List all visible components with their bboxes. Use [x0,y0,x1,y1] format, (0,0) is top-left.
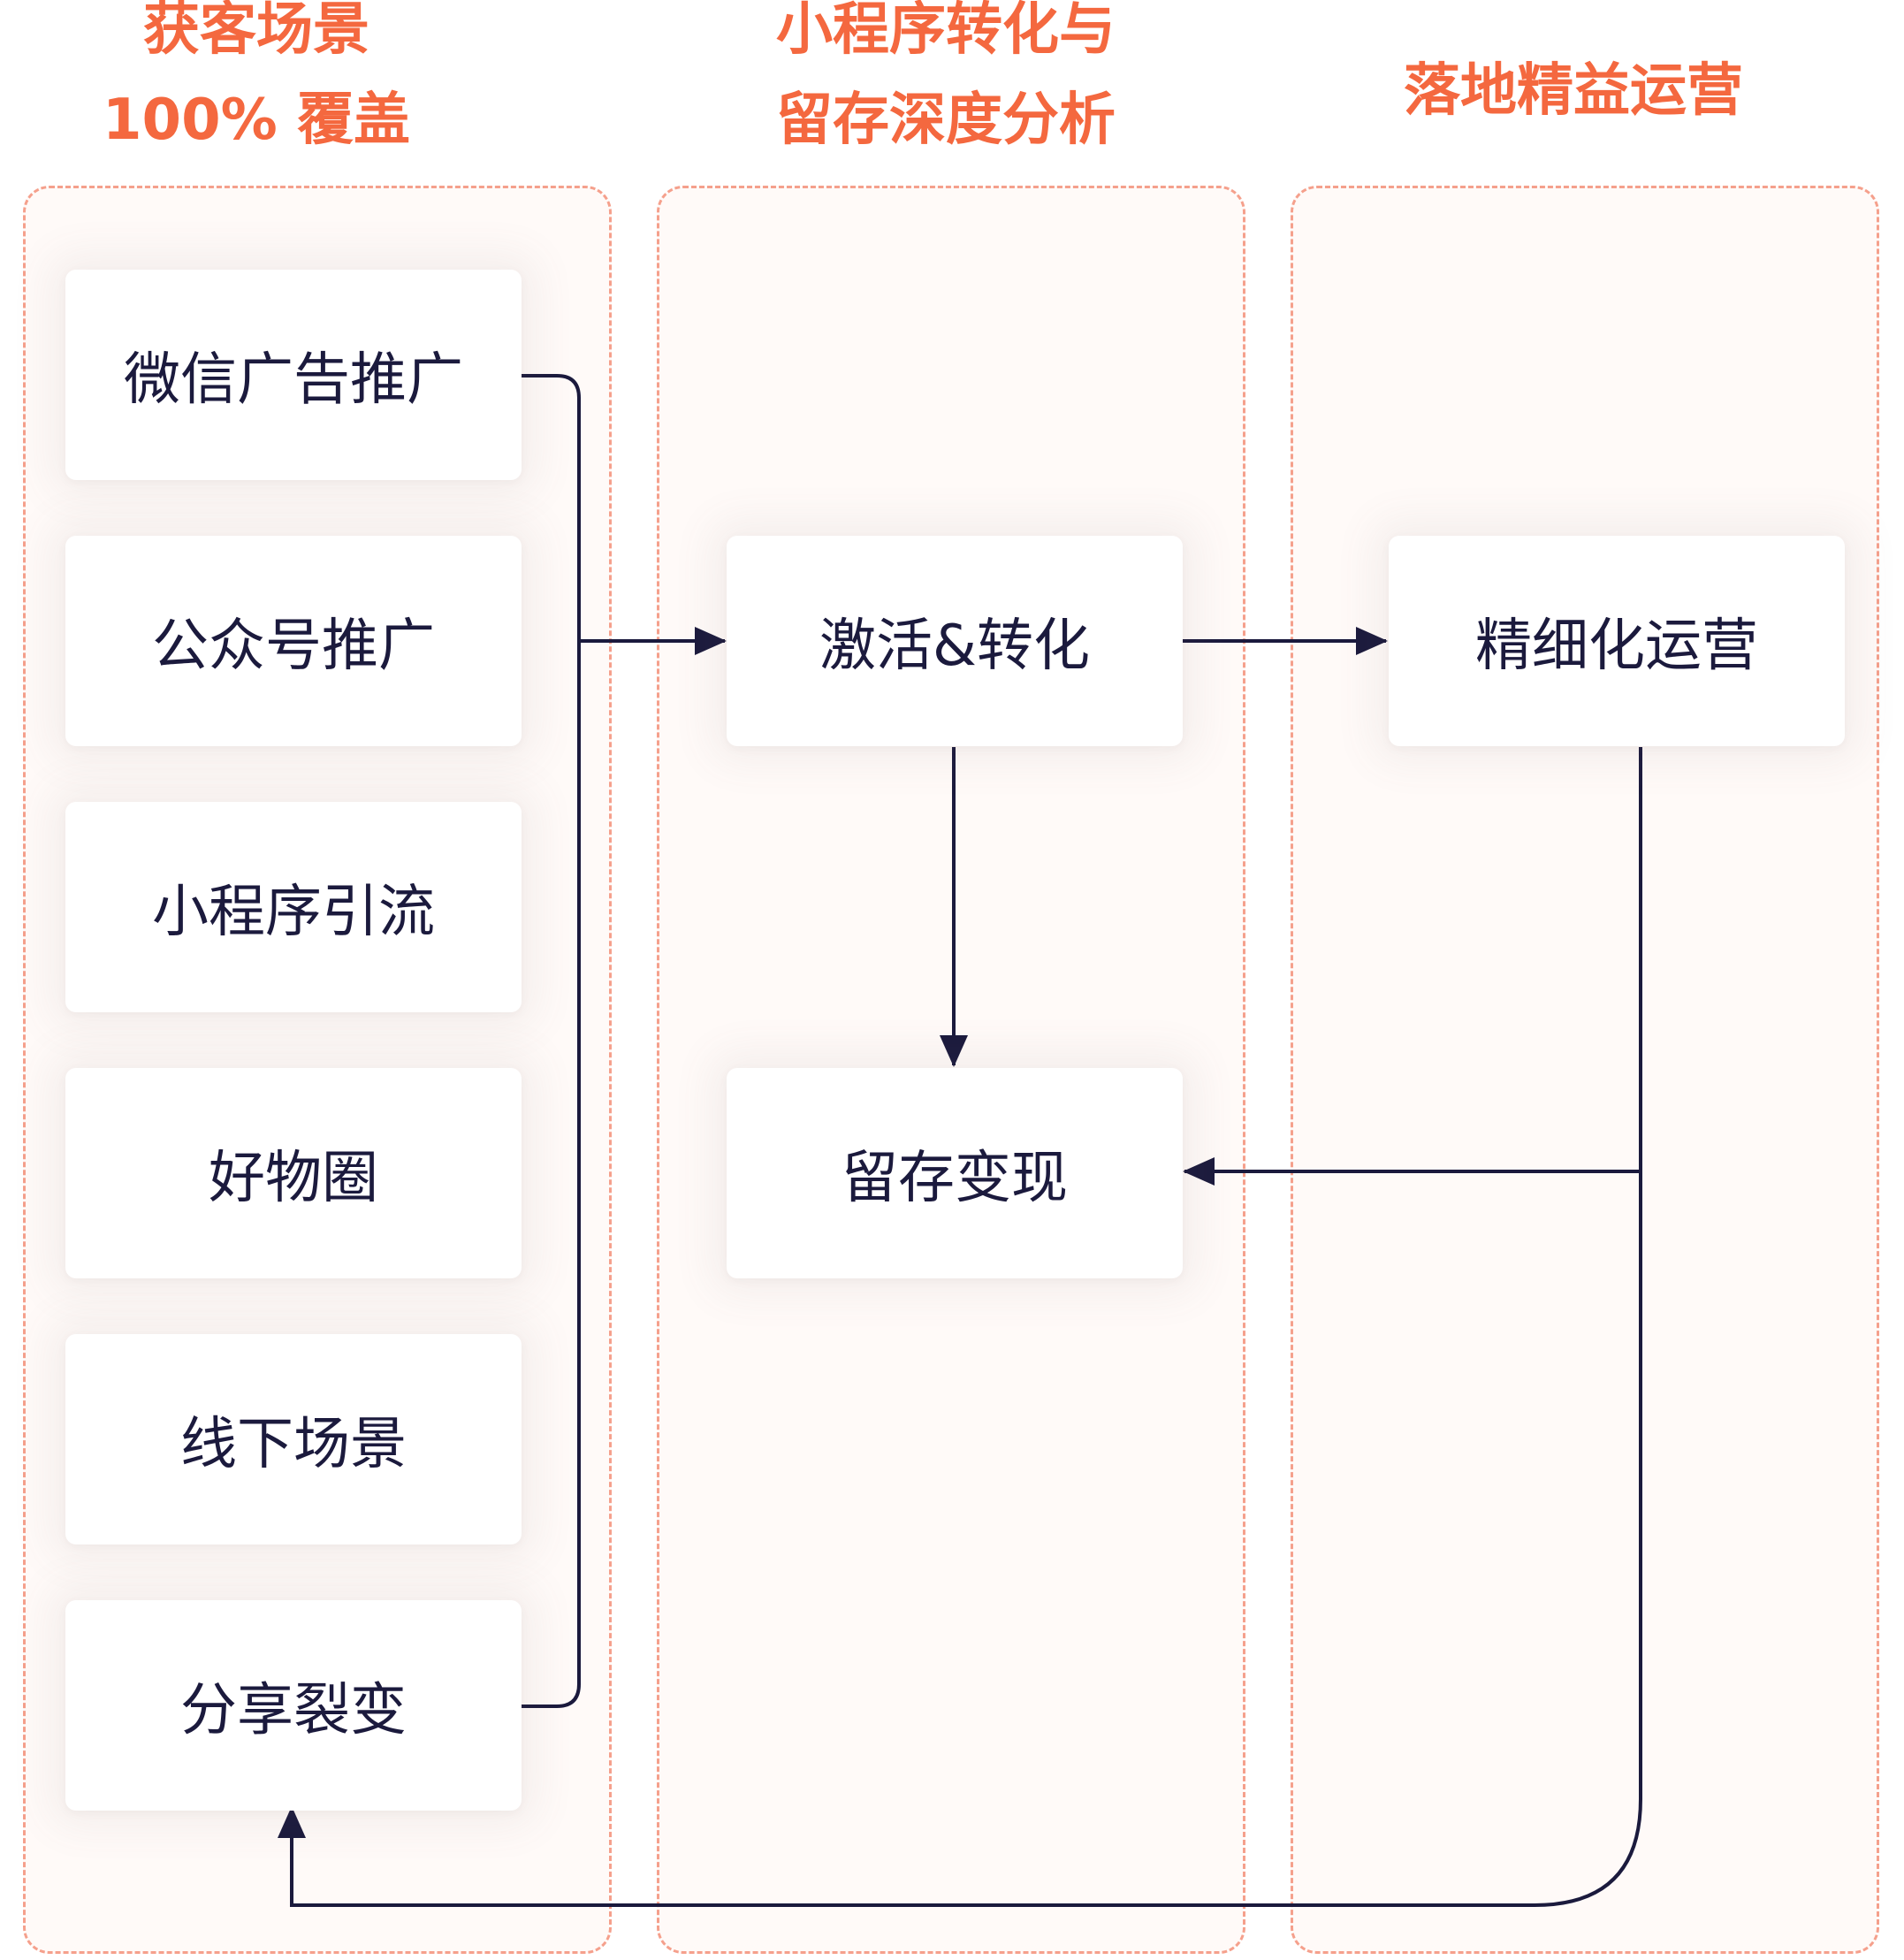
activate-convert-label: 激活&转化 [819,614,1090,679]
channel-label: 微信广告推广 [124,347,463,413]
refined-operation-box: 精细化运营 [1389,536,1845,746]
channel-box-good-things-circle: 好物圈 [65,1068,522,1278]
channel-label: 小程序引流 [152,880,435,945]
channel-label: 公众号推广 [152,614,435,679]
channel-box-share-fission: 分享裂变 [65,1600,522,1811]
channel-label: 线下场景 [180,1412,407,1477]
column-title-operation: 落地精益运营 [1308,46,1839,136]
column-operation [1291,186,1879,1954]
channel-label: 好物圈 [209,1146,378,1211]
channel-box-official-account: 公众号推广 [65,536,522,746]
channel-box-mini-program: 小程序引流 [65,802,522,1012]
column-title-acquisition: 获客场景 100% 覆盖 [27,0,486,165]
column-title-line: 100% 覆盖 [103,88,410,153]
retain-monetize-label: 留存变现 [842,1146,1068,1211]
column-title-line: 留存深度分析 [776,88,1116,153]
column-title-conversion: 小程序转化与 留存深度分析 [689,0,1202,165]
channel-box-offline: 线下场景 [65,1334,522,1544]
activate-convert-box: 激活&转化 [727,536,1183,746]
column-title-line: 获客场景 [143,0,369,63]
column-title-line: 落地精益运营 [1404,58,1743,124]
channel-box-wechat-ads: 微信广告推广 [65,270,522,480]
column-title-line: 小程序转化与 [776,0,1116,63]
refined-operation-label: 精细化运营 [1475,614,1758,679]
channel-label: 分享裂变 [180,1678,407,1743]
retain-monetize-box: 留存变现 [727,1068,1183,1278]
